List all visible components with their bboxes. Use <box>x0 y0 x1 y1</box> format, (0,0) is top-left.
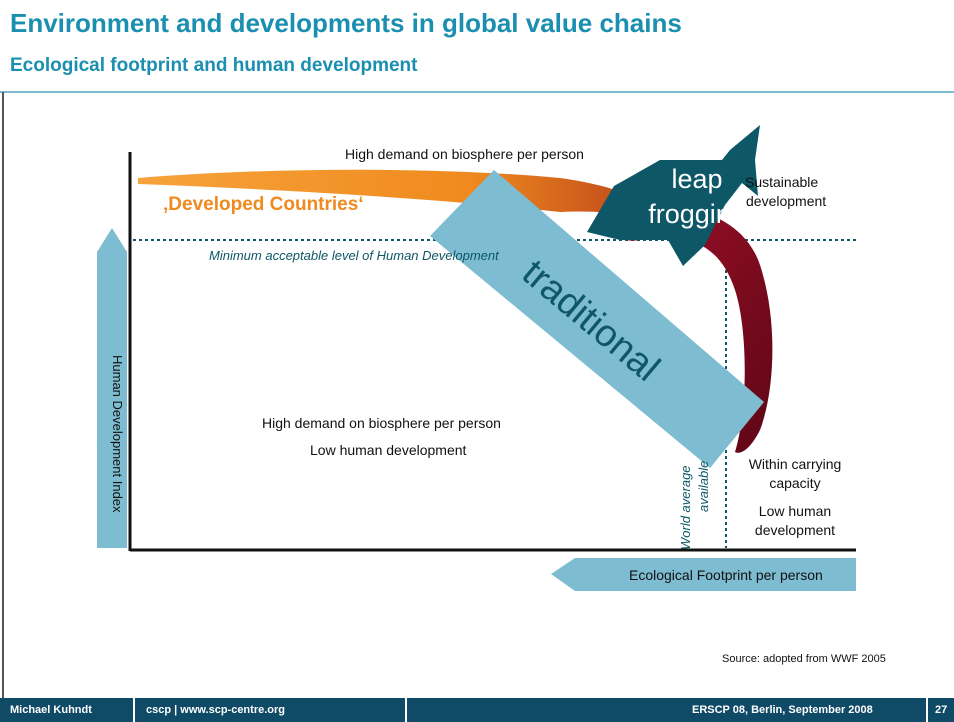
footer-org: cscp | www.scp-centre.org <box>146 704 285 716</box>
min-level-label: Minimum acceptable level of Human Develo… <box>209 248 499 263</box>
world-average-label: World average <box>678 465 693 550</box>
left-border <box>2 92 4 698</box>
leap-label: leap <box>671 164 722 194</box>
top-demand-label: High demand on biosphere per person <box>345 146 584 162</box>
sustainable-dev-label-1: Sustainable <box>745 174 819 190</box>
within-capacity-label-1: Within carrying <box>748 456 842 472</box>
footer-divider-3 <box>926 698 928 722</box>
low-human-label-2: development <box>754 522 836 538</box>
frogging-label: frogging <box>648 199 746 229</box>
leap-frogging-arrow <box>587 125 760 266</box>
slide-title: Environment and developments in global v… <box>10 8 682 38</box>
source-label: Source: adopted from WWF 2005 <box>722 653 886 665</box>
x-axis-label: Ecological Footprint per person <box>629 567 823 583</box>
within-capacity-label-2: capacity <box>769 475 821 491</box>
developed-countries-label: ‚Developed Countries‘ <box>163 194 364 215</box>
x-axis-arrow <box>551 558 856 591</box>
mid-demand-label: High demand on biosphere per person <box>262 415 501 431</box>
mid-low-dev-label: Low human development <box>310 442 467 458</box>
y-axis-arrow <box>97 228 127 548</box>
y-axis-label: Human Development Index <box>110 355 125 513</box>
footer-bar: Michael Kuhndt cscp | www.scp-centre.org… <box>0 698 954 722</box>
footprint-diagram: traditional leap frogging Human Developm… <box>97 125 856 591</box>
footer-page-number: 27 <box>935 704 948 716</box>
development-path-curve <box>600 205 773 453</box>
developed-countries-swoosh <box>138 169 690 228</box>
sustainable-dev-label-2: development <box>746 193 827 209</box>
footer-event: ERSCP 08, Berlin, September 2008 <box>692 704 873 716</box>
footer-divider-2 <box>405 698 407 722</box>
slide-subtitle: Ecological footprint and human developme… <box>10 55 418 76</box>
footer-divider-1 <box>133 698 135 722</box>
header-divider <box>0 91 954 93</box>
world-available-label: available <box>696 461 711 512</box>
footer-author: Michael Kuhndt <box>10 704 92 716</box>
low-human-label-1: Low human <box>758 503 832 519</box>
traditional-arrow <box>430 170 764 468</box>
